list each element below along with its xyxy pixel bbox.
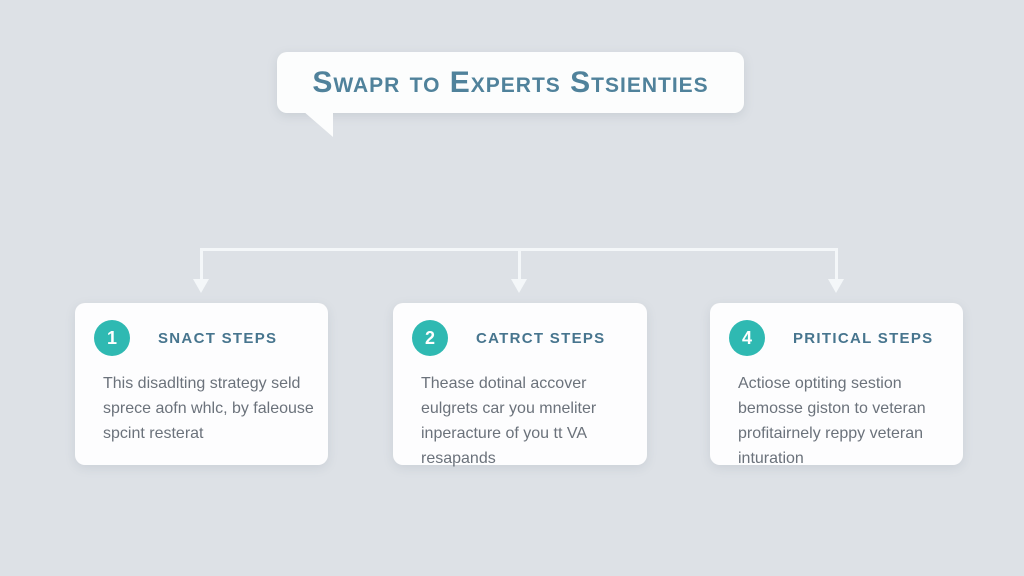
step-number-badge: 4 — [729, 320, 765, 356]
connector-vertical-line-right — [835, 248, 838, 279]
step-heading: Snact Steps — [158, 329, 278, 347]
step-card-2: 2 Catrct Steps Thease dotinal accover eu… — [393, 303, 647, 467]
arrow-down-icon — [828, 279, 844, 293]
step-card-1: 1 Snact Steps This disadlting strategy s… — [75, 303, 328, 465]
step-card-header: 1 Snact Steps — [94, 320, 314, 356]
step-description: Thease dotinal accover eulgrets car you … — [421, 375, 597, 467]
arrow-down-icon — [511, 279, 527, 293]
step-number-badge: 1 — [94, 320, 130, 356]
step-description: This disadlting strategy seld sprece aof… — [103, 375, 314, 442]
step-card-header: 2 Catrct Steps — [412, 320, 633, 356]
title-banner: Swapr to Experts Stsienties — [277, 52, 744, 137]
step-heading: Catrct Steps — [476, 329, 606, 347]
step-card-header: 4 Pritical Steps — [729, 320, 949, 356]
connector-horizontal-line — [200, 248, 838, 251]
arrow-down-icon — [193, 279, 209, 293]
page-title: Swapr to Experts Stsienties — [312, 65, 709, 99]
connector-vertical-line-left — [200, 248, 203, 279]
step-number-badge: 2 — [412, 320, 448, 356]
step-heading: Pritical Steps — [793, 329, 934, 347]
connector-vertical-line-center — [518, 248, 521, 279]
speech-bubble-tail — [303, 111, 333, 137]
step-card-3: 4 Pritical Steps Actiose optiting sestio… — [710, 303, 963, 467]
step-description: Actiose optiting sestion bemosse giston … — [738, 375, 926, 467]
